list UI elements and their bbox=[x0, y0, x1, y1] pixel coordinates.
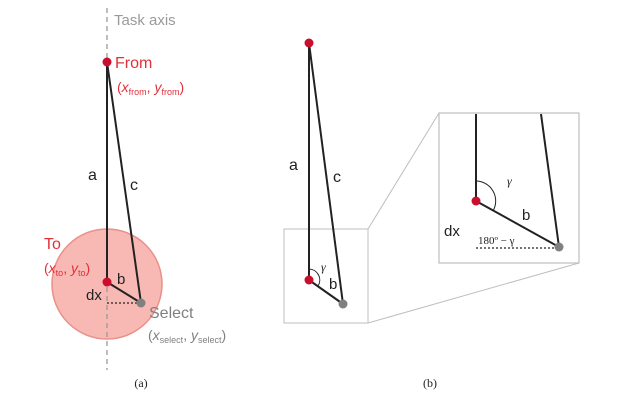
segment-c-label: c bbox=[333, 169, 341, 186]
inset-gamma-angle-arc bbox=[475, 180, 497, 212]
segment-a-label: a bbox=[289, 157, 298, 174]
segment-c bbox=[106, 61, 142, 304]
select-coordinate: (xselect, yselect) bbox=[148, 327, 226, 345]
segment-b bbox=[308, 279, 344, 305]
segment-b-label: b bbox=[329, 276, 337, 293]
inset-select-point bbox=[554, 242, 564, 252]
gamma-label: γ bbox=[321, 260, 326, 274]
task-axis-label: Task axis bbox=[114, 12, 176, 29]
dx-label: dx bbox=[86, 287, 102, 304]
inset-segment-b-label: b bbox=[522, 207, 530, 224]
zoom-connector-bottom bbox=[367, 262, 580, 324]
zoom-inset-frame bbox=[438, 112, 580, 264]
from-point bbox=[102, 57, 112, 67]
gamma-angle-arc bbox=[308, 268, 321, 287]
from-coordinate: (xfrom, yfrom) bbox=[117, 79, 184, 97]
panel-b: a c b γ (b) bbox=[283, 38, 580, 390]
zoom-connector-top bbox=[367, 112, 440, 230]
inset-to-point bbox=[471, 196, 481, 206]
to-coordinate: (xto, yto) bbox=[44, 260, 90, 278]
from-label: From bbox=[115, 55, 152, 72]
panel-a: Task axis From (xfrom, yfrom) To (xto, y… bbox=[44, 8, 226, 390]
to-point bbox=[102, 277, 112, 287]
segment-b bbox=[106, 281, 142, 304]
panel-b-caption: (b) bbox=[423, 376, 437, 390]
inset-segment-c bbox=[540, 113, 560, 248]
segment-c-label: c bbox=[130, 177, 138, 194]
zoom-region-box bbox=[283, 228, 369, 324]
to-label: To bbox=[44, 236, 61, 253]
inset-gamma-label: γ bbox=[507, 174, 512, 188]
zoom-inset: γ dx b 180º − γ bbox=[438, 112, 580, 264]
from-point bbox=[304, 38, 314, 48]
inset-supplementary-angle-label: 180º − γ bbox=[478, 235, 515, 247]
segment-b-label: b bbox=[117, 271, 125, 288]
panel-a-caption: (a) bbox=[134, 376, 147, 390]
select-point bbox=[136, 298, 146, 308]
segment-a-label: a bbox=[88, 167, 97, 184]
segment-c bbox=[308, 42, 344, 305]
select-label: Select bbox=[149, 305, 194, 322]
inset-segment-b bbox=[475, 200, 560, 248]
select-point bbox=[338, 299, 348, 309]
inset-dx-label: dx bbox=[444, 223, 460, 240]
to-point bbox=[304, 275, 314, 285]
